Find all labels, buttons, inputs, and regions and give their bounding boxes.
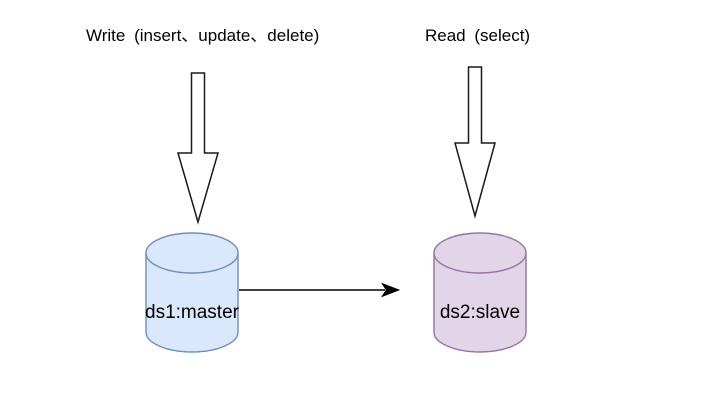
write-down-arrow-icon [177,72,219,225]
master-db-cylinder [145,232,239,353]
write-flow-label: Write (insert、update、delete) [86,26,320,45]
master-db-label: ds1:master [145,302,239,323]
slave-db-label: ds2:slave [439,302,521,323]
replication-arrow [239,282,401,298]
read-down-arrow-icon [454,66,496,219]
read-flow-label: Read (select) [425,26,531,45]
slave-db-cylinder [433,232,527,353]
